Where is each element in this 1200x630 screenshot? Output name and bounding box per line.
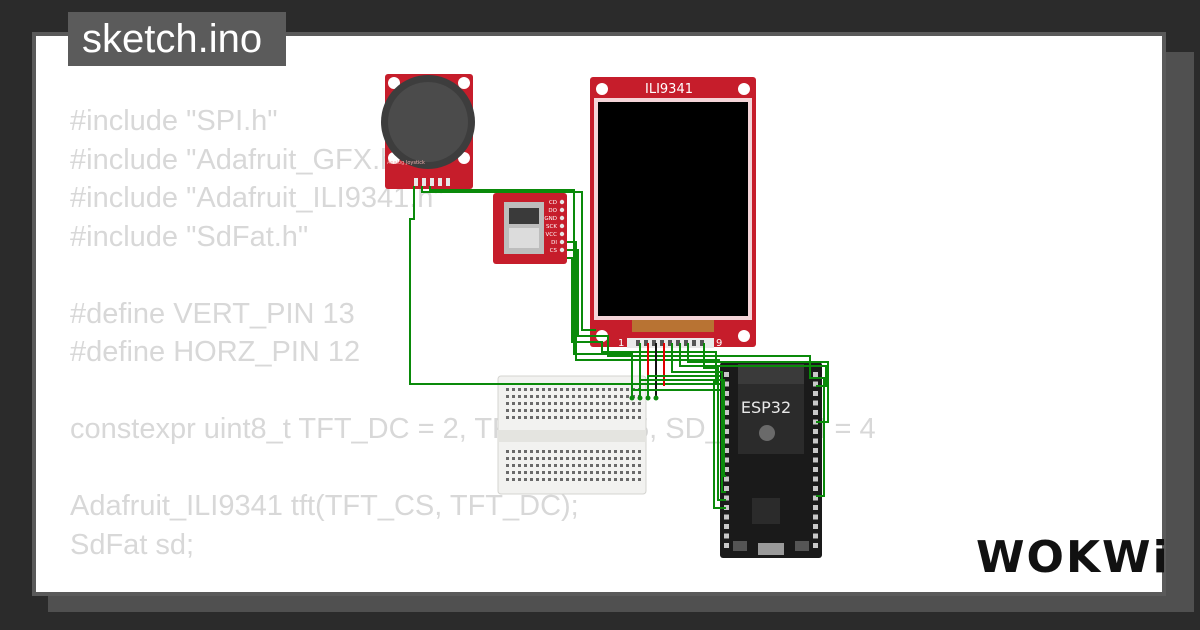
esp32-label: ESP32 [741, 398, 791, 417]
display-label: ILI9341 [645, 82, 693, 97]
sd-pin-label: DI [551, 240, 557, 246]
code-line: SdFat sd; [70, 528, 195, 561]
display-screen [598, 102, 748, 316]
wokwi-logo: WOKWi [976, 532, 1170, 583]
sd-pin-label: VCC [546, 232, 558, 238]
display-pin-last: 9 [716, 338, 722, 349]
sd-pin-label: GND [544, 216, 557, 222]
breadboard[interactable] [497, 375, 647, 495]
joystick-label: Analog Joystick [387, 160, 425, 166]
preview-card: #include "SPI.h" #include "Adafruit_GFX.h… [32, 32, 1166, 596]
circuit-diagram: Analog Joystick CD DO GND SCK VCC DI CS [381, 74, 829, 558]
sd-pin-label: SCK [546, 224, 557, 230]
esp32-devkit[interactable]: ESP32 [720, 362, 822, 558]
code-line: #include "Adafruit_GFX.h" [70, 143, 407, 176]
display-pin-first: 1 [618, 338, 624, 349]
sd-pin-label: CD [549, 200, 557, 206]
sd-pin-label: CS [550, 248, 558, 254]
joystick-module[interactable]: Analog Joystick [381, 74, 475, 189]
ili9341-display[interactable]: ILI9341 1 9 [590, 77, 756, 349]
file-tab[interactable]: sketch.ino [68, 12, 287, 66]
code-line: #include "SPI.h" [70, 105, 278, 137]
sd-pin-label: DO [548, 208, 557, 214]
sd-card-module[interactable]: CD DO GND SCK VCC DI CS [493, 193, 567, 264]
code-line: #define HORZ_PIN 12 [70, 336, 361, 368]
code-line: Adafruit_ILI9341 tft(TFT_CS, TFT_DC); [70, 490, 579, 522]
code-line: #define VERT_PIN 13 [70, 297, 355, 330]
code-line: #include "SdFat.h" [70, 220, 309, 253]
wires [409, 186, 829, 509]
